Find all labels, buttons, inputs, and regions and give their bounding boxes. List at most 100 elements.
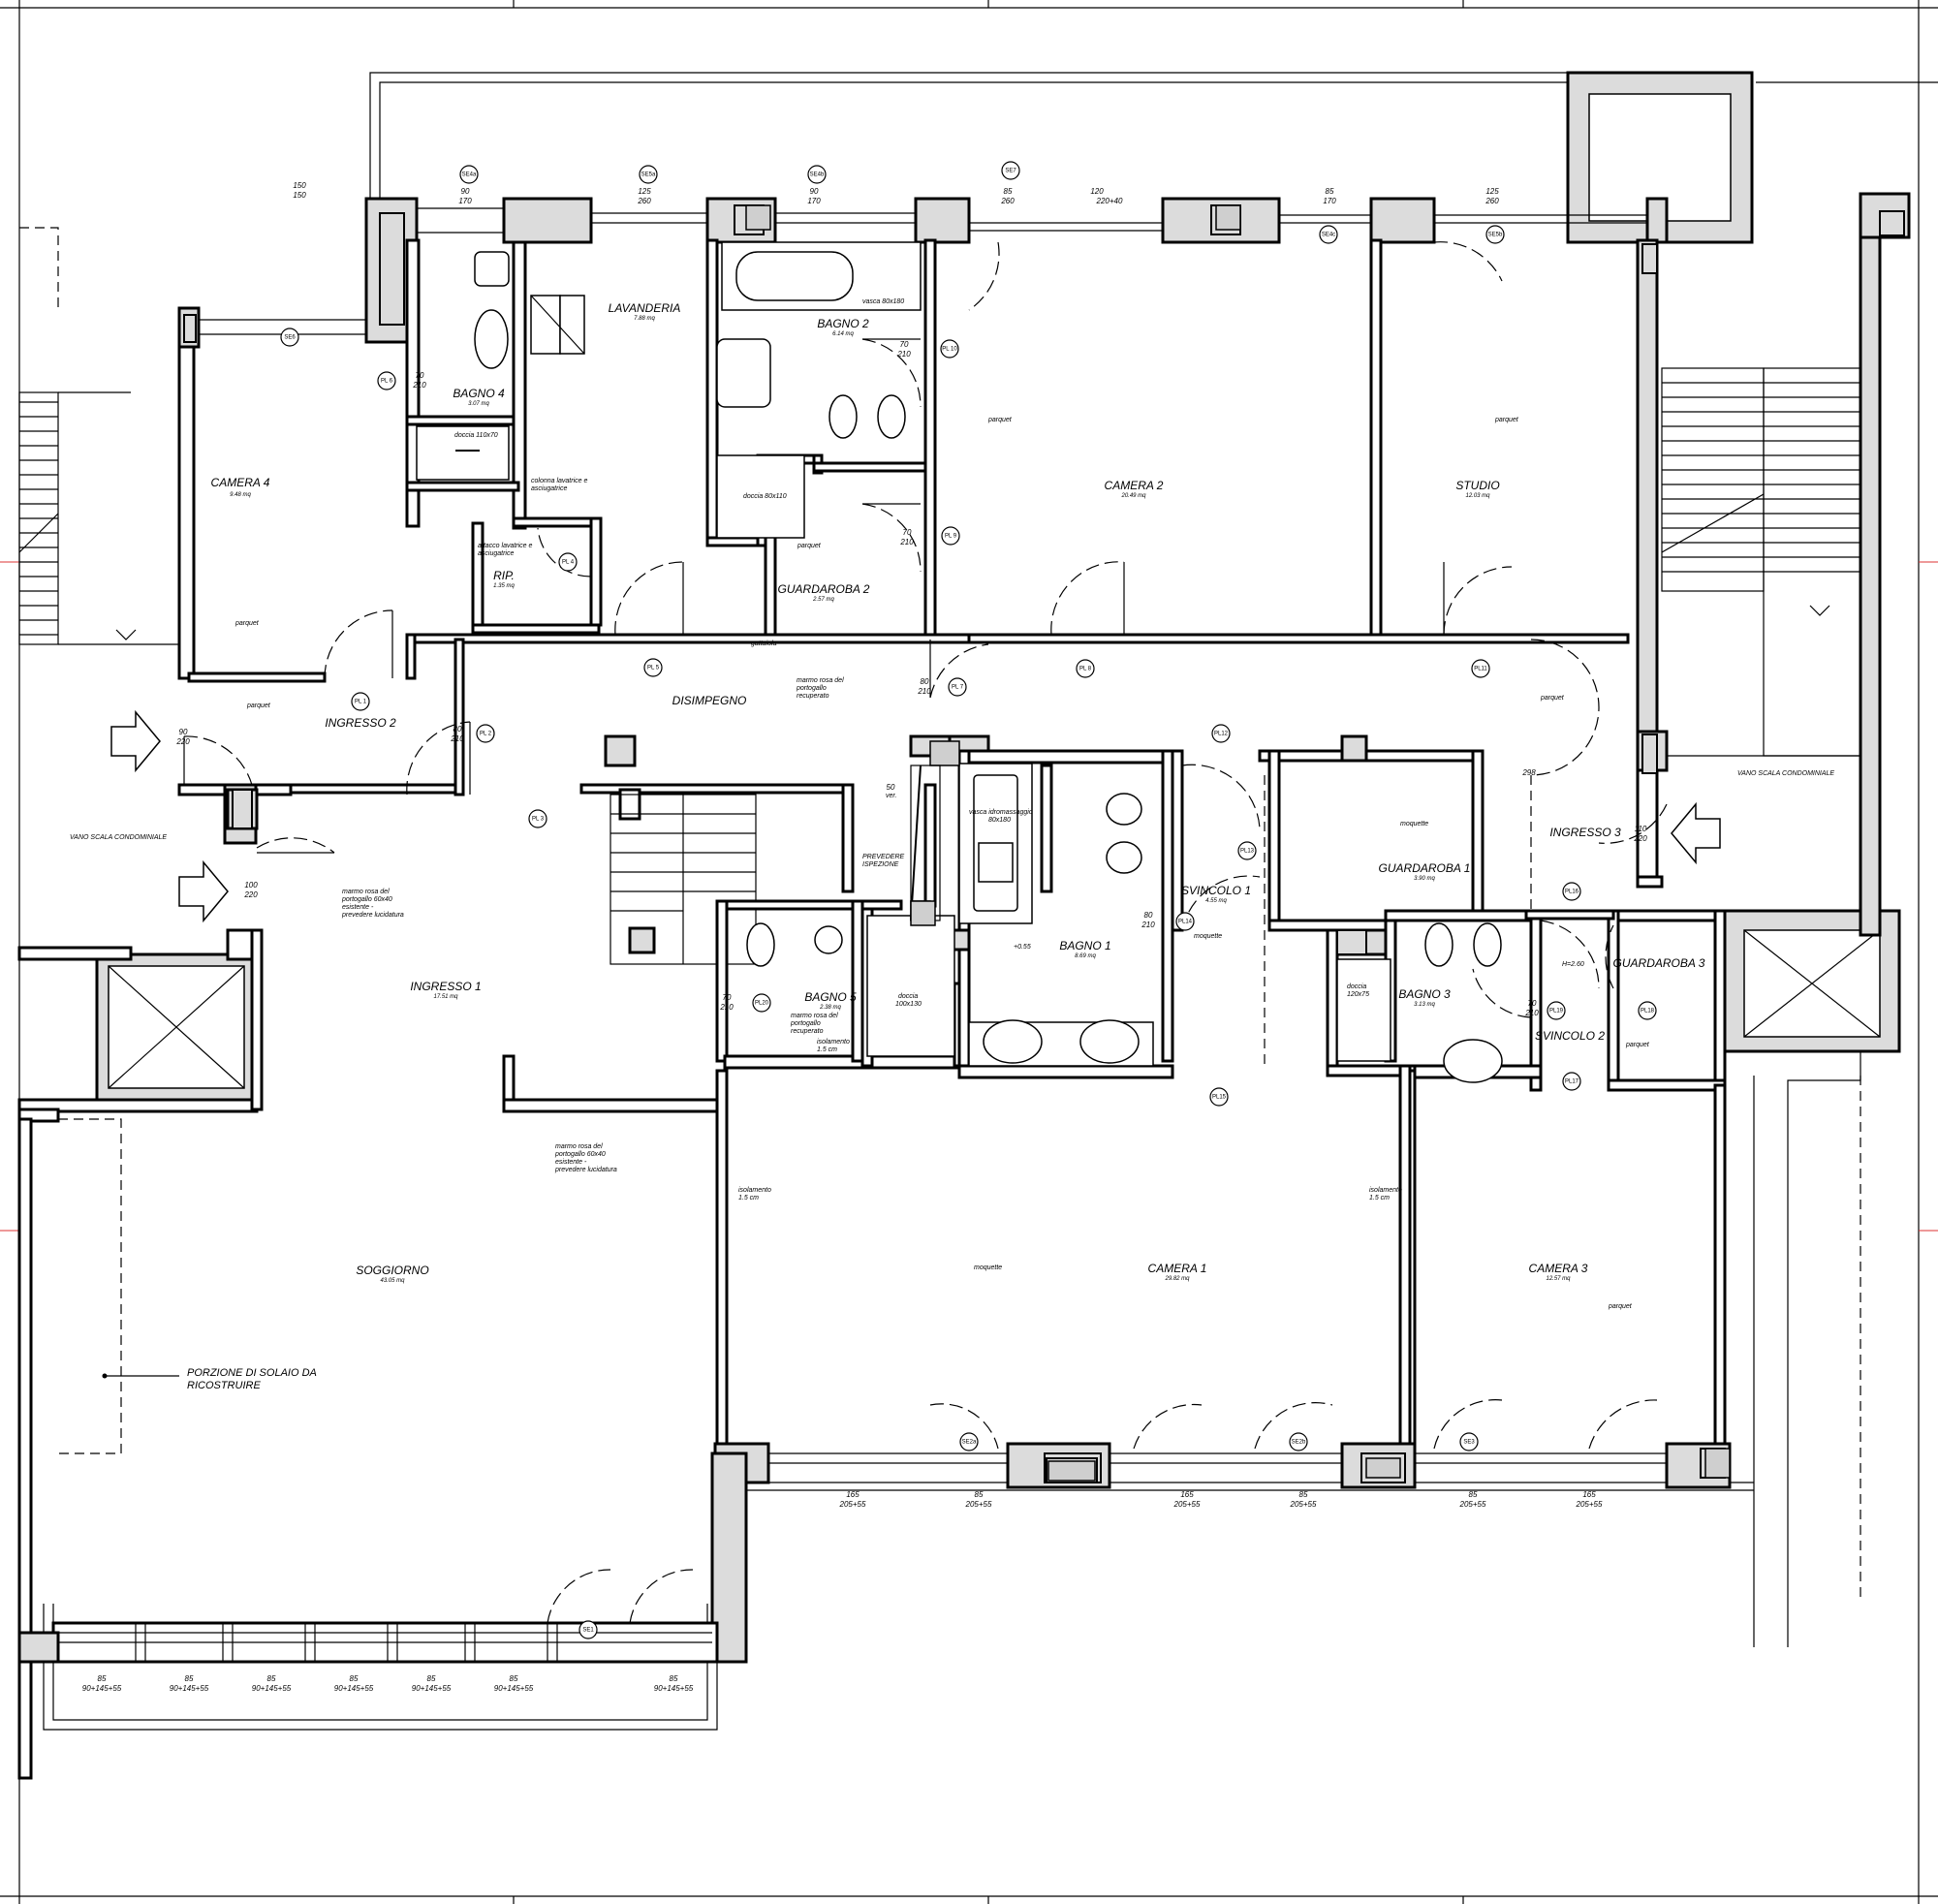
svg-text:SE3: SE3 xyxy=(1463,1440,1475,1446)
note-moquette-svincolo1: moquette xyxy=(1194,933,1222,940)
fixtures xyxy=(416,204,1731,1482)
svg-text:PL 6: PL 6 xyxy=(381,379,393,385)
walls xyxy=(17,192,1911,1780)
svg-text:PL18: PL18 xyxy=(1641,1009,1655,1014)
dim-bottom-205a: 205+55 xyxy=(965,1500,992,1509)
dim-bottom-205e: 205+55 xyxy=(1459,1500,1486,1509)
room-name-guardaroba1: GUARDAROBA 1 xyxy=(1379,861,1471,875)
note-moquette-camera1: moquette xyxy=(974,1264,1002,1271)
note-parquet-camera2: parquet xyxy=(987,417,1013,423)
dim-ingresso3-h: 220 xyxy=(1633,834,1647,843)
dim-win-125: 125 xyxy=(638,187,651,196)
dim-pl14-h: 210 xyxy=(1141,921,1155,929)
dim-win-90b: 90 xyxy=(810,187,819,196)
dim-ingresso2-w: 90 xyxy=(179,728,188,736)
shaft-detail xyxy=(910,765,941,926)
note-marmo-ing1-1: marmo rosa del xyxy=(342,889,390,895)
dim-sog-85b: 85 xyxy=(185,1674,194,1683)
room-name-guardaroba2: GUARDAROBA 2 xyxy=(778,582,870,596)
dim-pl6-w: 70 xyxy=(416,371,424,380)
dim-pl19-h: 210 xyxy=(1524,1009,1539,1017)
svg-text:PL19: PL19 xyxy=(1549,1009,1564,1014)
dim-bottom-165a: 165 xyxy=(846,1490,860,1499)
svg-text:PL 10: PL 10 xyxy=(942,347,957,353)
dim-sog-90a: 90+145+55 xyxy=(82,1684,122,1693)
room-name-bagno4: BAGNO 4 xyxy=(453,387,505,400)
tag-se5a: SE5a xyxy=(639,165,658,184)
note-marmo-ing1-2: portogallo 60x40 xyxy=(341,896,392,903)
note-isolamento-bagno5: isolamento xyxy=(817,1039,850,1046)
stair-left xyxy=(18,391,184,645)
dim-sog-85f: 85 xyxy=(510,1674,518,1683)
dim-bottom-205f: 205+55 xyxy=(1576,1500,1603,1509)
dim-sog-85d: 85 xyxy=(350,1674,359,1683)
dim-win-170c: 170 xyxy=(1323,197,1336,205)
note-doccia-80: doccia 80x110 xyxy=(743,493,787,500)
dim-pl6-h: 210 xyxy=(412,381,426,390)
dim-pl9-w: 70 xyxy=(903,528,912,537)
svg-text:PL11: PL11 xyxy=(1474,667,1487,672)
note-parquet-studio: parquet xyxy=(1494,417,1519,423)
svg-text:PL 4: PL 4 xyxy=(562,560,575,566)
note-parquet-guardaroba2: parquet xyxy=(797,543,822,549)
floor-notes: parquet parquet parquet parquet parquet … xyxy=(70,298,1834,1391)
note-gattaiola: gattaiola xyxy=(751,640,777,647)
note-vano-scala-right: VANO SCALA CONDOMINIALE xyxy=(1737,770,1834,777)
note-parquet-camera3: parquet xyxy=(1608,1303,1633,1310)
note-prevedere-2: ISPEZIONE xyxy=(862,861,899,868)
svg-text:PL 7: PL 7 xyxy=(952,685,964,691)
dim-ingresso2-h: 220 xyxy=(175,737,190,746)
svg-text:PL20: PL20 xyxy=(755,1001,769,1007)
dim-bottom-85c: 85 xyxy=(1469,1490,1478,1499)
tag-pl18: PL18 xyxy=(1638,1001,1657,1020)
room-name-camera1: CAMERA 1 xyxy=(1148,1262,1207,1275)
tag-se4a: SE4a xyxy=(459,165,479,184)
note-marmo-dis-2: portogallo xyxy=(796,685,827,692)
dim-sog-90e: 90+145+55 xyxy=(412,1684,452,1693)
svg-text:PL13: PL13 xyxy=(1240,849,1255,855)
note-vasca-idro-b: 80x180 xyxy=(988,817,1011,824)
dim-win-150b: 150 xyxy=(293,191,306,200)
note-vasca-80: vasca 80x180 xyxy=(862,298,904,305)
dim-bottom-165c: 165 xyxy=(1582,1490,1596,1499)
dim-pl2-h: 210 xyxy=(450,734,464,743)
tag-pl8: PL 8 xyxy=(1076,659,1095,678)
room-name-bagno1: BAGNO 1 xyxy=(1059,939,1110,952)
elevator-left xyxy=(95,952,259,1102)
room-area-rip: 1.35 mq xyxy=(493,583,515,589)
note-marmo-sog-4: prevedere lucidatura xyxy=(554,1167,617,1173)
note-h260: H=2.60 xyxy=(1562,961,1584,968)
room-area-camera4: 9.48 mq xyxy=(230,492,251,498)
room-name-bagno5: BAGNO 5 xyxy=(804,990,857,1004)
dim-pl20-h: 210 xyxy=(719,1003,734,1012)
door-swings xyxy=(183,241,1668,1624)
dimensions: 70 210 70 210 70 210 80 210 80 210 90 22… xyxy=(82,181,1647,1693)
note-marmo-dis-3: recuperato xyxy=(797,693,829,700)
dim-win-120: 120 xyxy=(1090,187,1104,196)
dim-sog-90g: 90+145+55 xyxy=(654,1684,694,1693)
dim-pl20-w: 70 xyxy=(723,993,732,1002)
room-name-svincolo2: SVINCOLO 2 xyxy=(1535,1029,1605,1043)
tag-pl4: PL 4 xyxy=(558,552,578,572)
note-vano-scala-left: VANO SCALA CONDOMINIALE xyxy=(70,834,167,841)
tag-pl10: PL 10 xyxy=(940,339,959,359)
room-name-camera2: CAMERA 2 xyxy=(1105,479,1164,492)
dim-win-150a: 150 xyxy=(293,181,306,190)
tag-se2b: SE2b xyxy=(1289,1432,1308,1451)
dim-pl14-w: 80 xyxy=(1144,911,1153,920)
room-area-lavanderia: 7.88 mq xyxy=(634,316,655,322)
room-name-rip: RIP. xyxy=(493,569,515,582)
dim-bottom-85a: 85 xyxy=(975,1490,984,1499)
dim-sog-90c: 90+145+55 xyxy=(252,1684,292,1693)
note-attacco-2: asciugatrice xyxy=(478,550,514,557)
tag-pl12: PL12 xyxy=(1211,724,1231,743)
dim-bottom-165b: 165 xyxy=(1180,1490,1194,1499)
stair-right xyxy=(1661,367,1861,757)
note-isolamento-camera1-right: isolamento xyxy=(1369,1187,1402,1194)
entry-arrow-ingresso3 xyxy=(1671,801,1721,865)
note-doccia-100: doccia xyxy=(898,993,918,1000)
room-area-bagno5: 2.38 mq xyxy=(819,1005,841,1011)
tag-pl7: PL 7 xyxy=(948,677,967,697)
dim-win-85b: 85 xyxy=(1326,187,1334,196)
room-area-ingresso1: 17.51 mq xyxy=(433,994,458,1000)
